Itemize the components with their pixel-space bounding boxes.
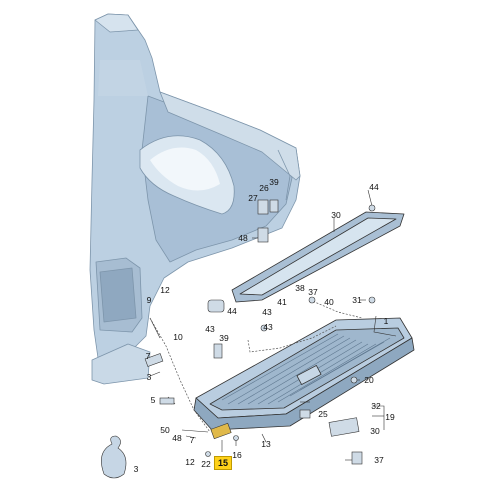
part-label-41: 41 — [277, 296, 287, 307]
part-label-50: 50 — [160, 424, 170, 435]
part-label-13: 13 — [261, 438, 271, 449]
part-label-31: 32 — [371, 400, 381, 411]
tailgate-cap — [231, 211, 405, 303]
part-label-37: 37 — [308, 286, 318, 297]
parts-bag — [101, 435, 127, 479]
part-label-44: 44 — [227, 305, 237, 316]
part-label-27: 31 — [352, 294, 362, 305]
part-label-10: 10 — [173, 331, 183, 342]
part-label-32: 37 — [374, 454, 384, 465]
part-label-43-lower: 43 — [263, 321, 273, 332]
part-label-25: 30 — [331, 209, 341, 220]
part-label-7: 7 — [145, 350, 151, 361]
part-label-17: 19 — [385, 411, 395, 422]
part-label-9: 9 — [146, 294, 152, 305]
part-label-15-highlighted: 15 — [213, 456, 233, 470]
part-label-38: 38 — [295, 282, 305, 293]
part-label-48-upper: 48 — [238, 232, 248, 243]
part-label-22: 26 — [259, 182, 269, 193]
hardware-parts — [144, 199, 376, 465]
part-label-16: 16 — [232, 449, 242, 460]
part-label-26: 44 — [369, 181, 379, 192]
part-label-39: 39 — [219, 332, 229, 343]
part-label-3: 3 — [133, 463, 139, 474]
part-label-23: 27 — [248, 192, 258, 203]
part-label-1: 1 — [383, 315, 389, 326]
cables — [149, 299, 363, 433]
part-label-5: 5 — [150, 394, 156, 405]
part-label-43-upper: 43 — [262, 306, 272, 317]
truck-bed-illustration — [89, 13, 301, 385]
part-label-12-lower: 12 — [185, 456, 195, 467]
part-label-20: 25 — [318, 408, 328, 419]
part-label-19: 22 — [201, 458, 211, 469]
part-label-24: 39 — [269, 176, 279, 187]
part-label-12-upper: 12 — [160, 284, 170, 295]
part-label-7-lower: 7 — [189, 434, 195, 445]
part-label-18: 20 — [364, 374, 374, 385]
part-label-2: 3 — [146, 371, 152, 382]
part-label-40: 40 — [324, 296, 334, 307]
part-label-30: 30 — [370, 425, 380, 436]
part-label-48-lower: 48 — [172, 432, 182, 443]
part-label-43-left: 43 — [205, 323, 215, 334]
